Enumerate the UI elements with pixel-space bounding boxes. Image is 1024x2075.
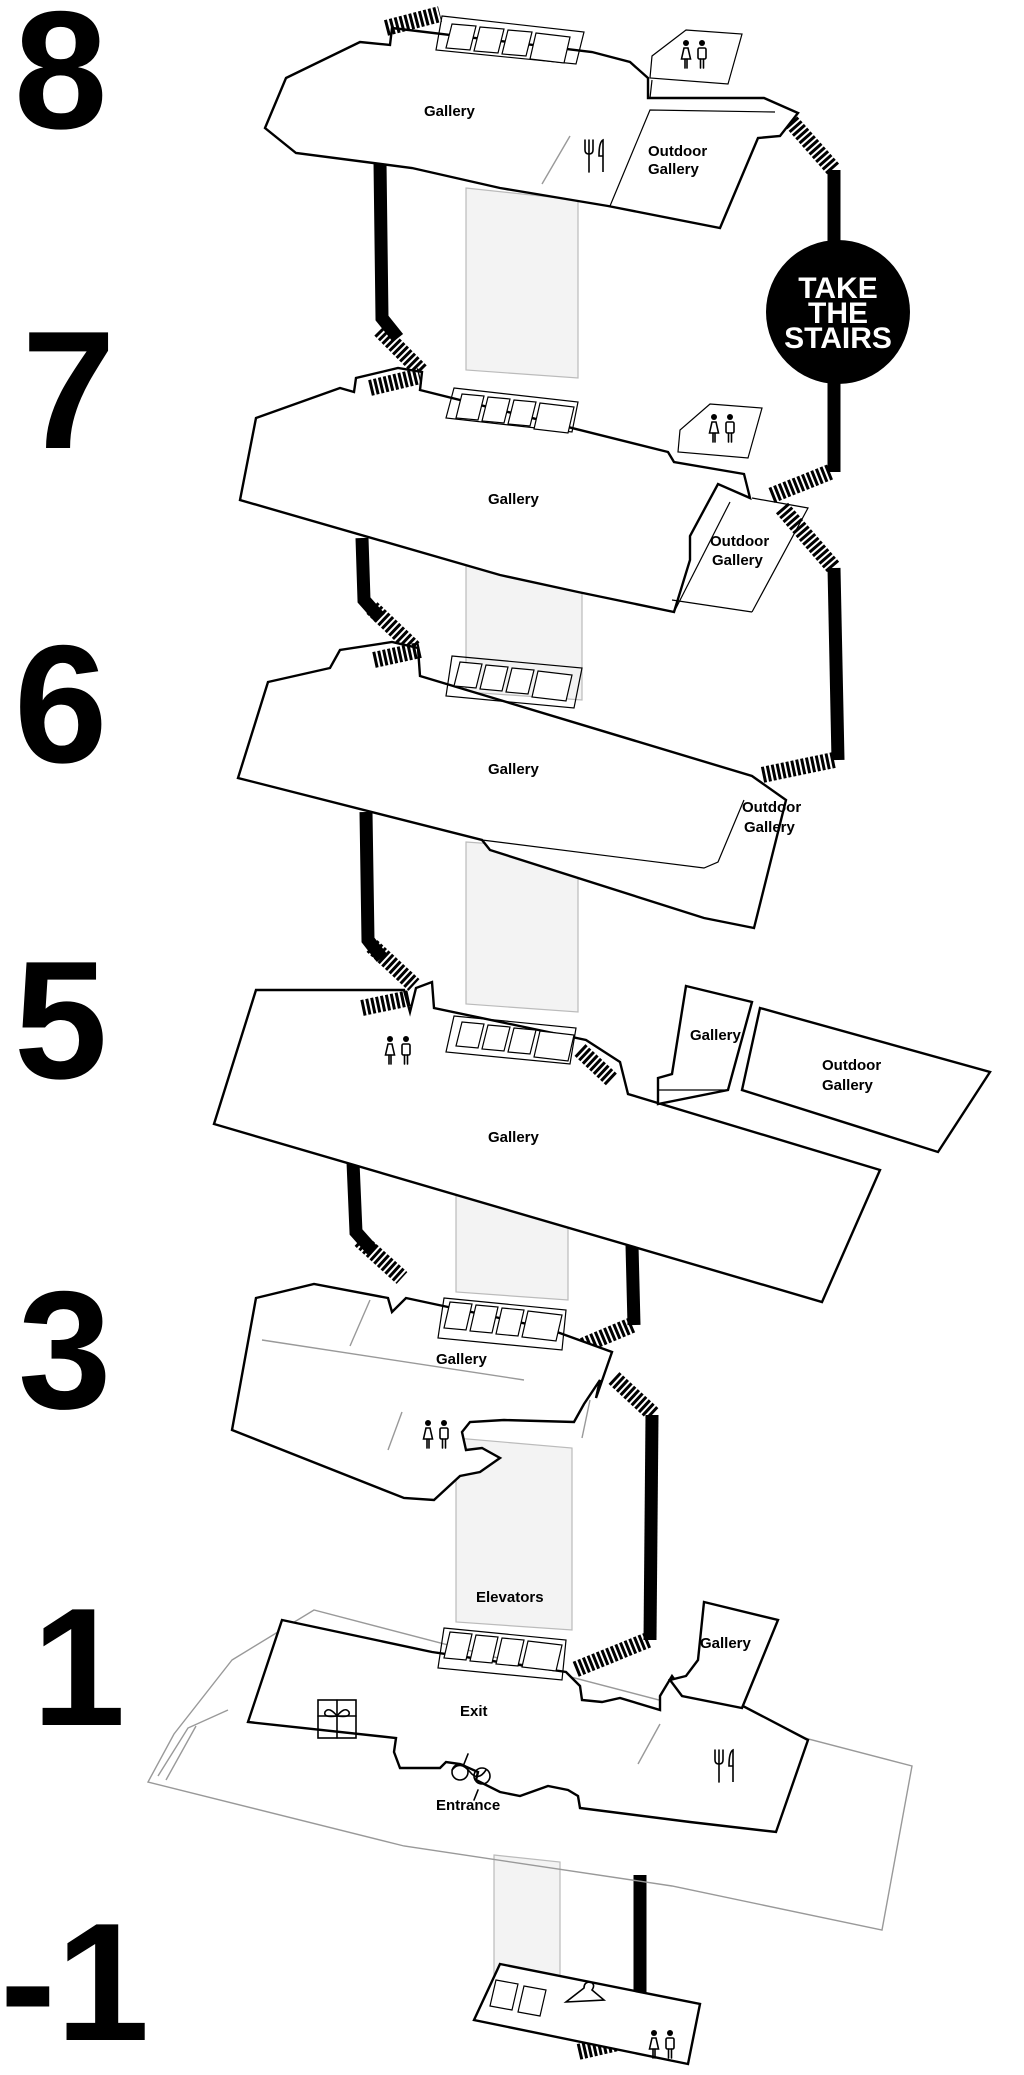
floor-number-8: 8 (14, 0, 107, 164)
badge-line-3: STAIRS (784, 322, 892, 355)
elevator-doors-1 (443, 1631, 563, 1672)
floor-7-outdoor-gallery-label-1: Outdoor (710, 533, 769, 550)
elevator-doors-minus-1 (489, 1979, 547, 2017)
floor-number-5: 5 (14, 926, 107, 1114)
floor-6-gallery-label: Gallery (488, 761, 540, 778)
floor-number-1: 1 (32, 1573, 125, 1761)
floor-5-gallery-label: Gallery (488, 1129, 540, 1146)
floor-number-3: 3 (18, 1256, 111, 1444)
elevator-doors-7 (455, 393, 575, 434)
restroom-icon-floor-8 (680, 39, 707, 69)
revolving-door-icon (451, 1753, 491, 1801)
floor-3-gallery-plate[interactable] (230, 1282, 614, 1502)
floor-7: Gallery Outdoor Gallery (238, 366, 809, 614)
elevators-label: Elevators (476, 1589, 544, 1606)
floor-8-outdoor-gallery-label-2: Gallery (648, 161, 700, 178)
floor-6-outdoor-gallery-label-2: Gallery (744, 819, 796, 836)
floor-8: Gallery Outdoor Gallery (263, 6, 800, 230)
floor-5-outdoor-gallery-plate[interactable] (740, 1006, 992, 1154)
floor-6-gallery-plate[interactable] (236, 640, 788, 930)
floor-6-outdoor-gallery-label-1: Outdoor (742, 799, 801, 816)
floor-7-gallery-label: Gallery (488, 491, 540, 508)
floor-number-minus-1: -1 (0, 1888, 149, 2075)
coat-check-icon (563, 1981, 607, 2003)
elevator-doors-8 (445, 23, 571, 64)
floor-5-outdoor-gallery-label-2: Gallery (822, 1077, 874, 1094)
elevator-doors-5 (455, 1021, 575, 1062)
floor-5-side-gallery-label: Gallery (690, 1027, 742, 1044)
floor-8-gallery-plate[interactable] (263, 26, 800, 230)
floor-3: Gallery (230, 1282, 614, 1502)
take-the-stairs-badge: TAKE THE STAIRS (766, 240, 910, 384)
floor-8-gallery-label: Gallery (424, 103, 476, 120)
gift-shop-icon (317, 1699, 357, 1739)
floor-number-7: 7 (22, 296, 115, 484)
floor-1-side-gallery-plate[interactable] (667, 1600, 780, 1710)
floor-1-main-plate[interactable] (246, 1618, 810, 1834)
entrance-label: Entrance (436, 1797, 500, 1814)
floor-8-outdoor-gallery-label-1: Outdoor (648, 143, 707, 160)
elevator-doors-3 (443, 1301, 563, 1342)
badge-line-1: TAKE (798, 272, 877, 305)
badge-line-2: THE (808, 297, 868, 330)
floor-5: Gallery Gallery Outdoor Gallery (212, 980, 992, 1304)
floor-3-gallery-label: Gallery (436, 1351, 488, 1368)
floor-7-gallery-plate[interactable] (238, 366, 752, 614)
exit-label: Exit (460, 1703, 488, 1720)
floor-7-outdoor-gallery-label-2: Gallery (712, 552, 764, 569)
elevator-shafts (455, 187, 583, 1983)
floor-6: Gallery Outdoor Gallery (236, 640, 801, 930)
floor-1: Elevators Exit Entrance Gallery (146, 1589, 913, 1931)
floor-minus-1 (472, 1962, 702, 2066)
floor-number-6: 6 (14, 610, 107, 798)
floor-1-side-gallery-label: Gallery (700, 1635, 752, 1652)
elevator-doors-6 (453, 661, 573, 702)
floor-5-outdoor-gallery-label-1: Outdoor (822, 1057, 881, 1074)
floor-5-gallery-plate[interactable] (212, 980, 882, 1304)
floor-5-side-gallery-plate[interactable] (656, 984, 754, 1106)
restroom-icon-floor-7 (708, 413, 735, 443)
